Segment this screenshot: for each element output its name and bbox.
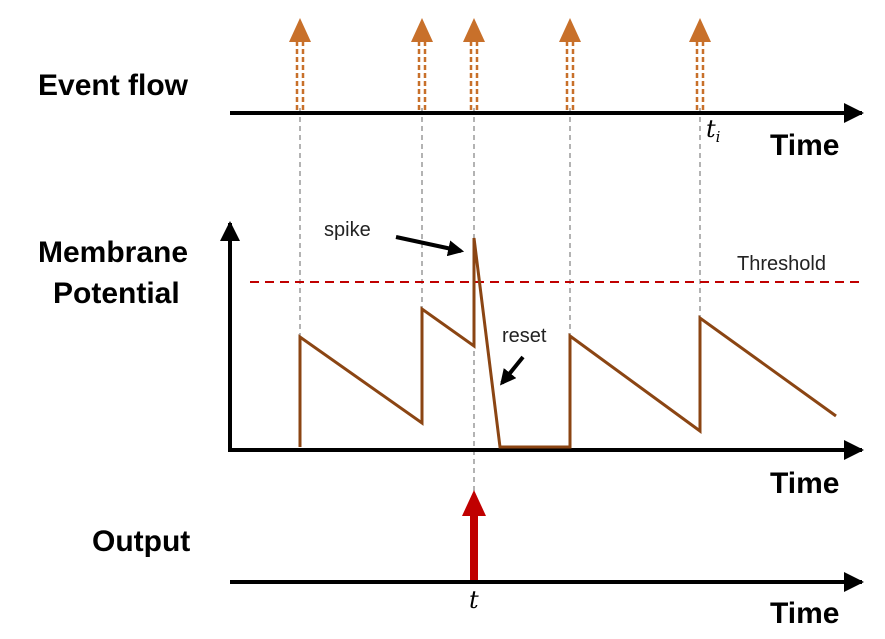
output-time-symbol: t: [469, 586, 479, 614]
spike-annotation: spike: [324, 219, 371, 241]
threshold-label: Threshold: [737, 253, 826, 275]
event-arrow-icon: [559, 18, 581, 110]
event-arrow-icon: [463, 18, 485, 110]
output-spike-arrow-icon: [462, 490, 486, 580]
reset-annotation: reset: [502, 325, 547, 347]
event-time-symbol-sub: i: [716, 128, 721, 146]
event-time-label: Time: [770, 129, 839, 162]
event-arrow-icon: [289, 18, 311, 110]
event-time-symbol-base: t: [706, 115, 716, 143]
event-time-symbol: ti: [706, 115, 721, 146]
membrane-label-line2: Potential: [53, 277, 180, 310]
reset-pointer-icon: [499, 355, 525, 386]
spike-pointer-icon: [395, 235, 465, 257]
event-flow-label: Event flow: [38, 69, 189, 102]
event-arrows: [289, 18, 711, 110]
output-label: Output: [92, 525, 190, 558]
membrane-trace: [298, 237, 837, 449]
membrane-label-line1: Membrane: [38, 236, 188, 269]
event-arrow-icon: [689, 18, 711, 110]
guide-lines: [299, 108, 701, 585]
event-arrow-icon: [411, 18, 433, 110]
output-time-label: Time: [770, 597, 839, 630]
membrane-time-label: Time: [770, 467, 839, 500]
